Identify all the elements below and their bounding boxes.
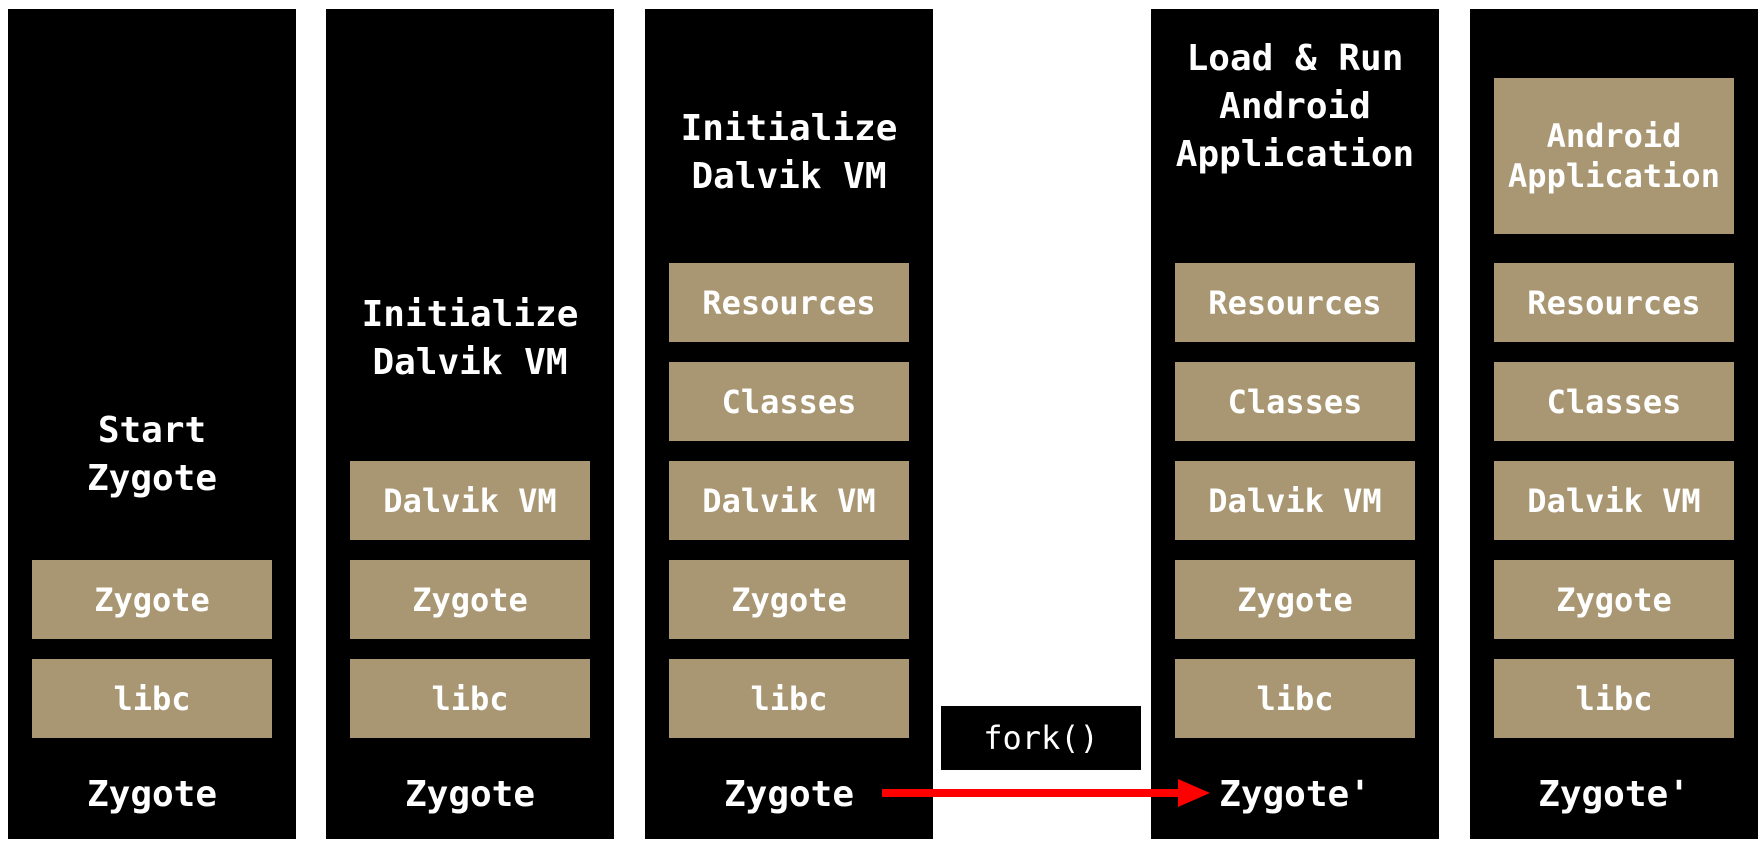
process-label: Zygote [404,773,536,815]
layer-zygote: Zygote [1175,560,1415,639]
process-label: Zygote [723,773,855,815]
process-label: Zygote' [1538,773,1690,815]
layer-dalvik-vm: Dalvik VM [350,461,590,540]
stage-initialize-dalvik-vm: Initialize Dalvik VM Dalvik VM Zygote li… [326,9,614,839]
layer-android-application: Android Application [1494,78,1734,234]
layer-classes: Classes [1175,362,1415,441]
layer-libc: libc [32,659,272,738]
layer-libc: libc [1494,659,1734,738]
layer-zygote: Zygote [350,560,590,639]
stage-title: Initialize Dalvik VM [680,108,898,197]
layer-dalvik-vm: Dalvik VM [1175,461,1415,540]
fork-label: fork() [941,706,1141,770]
stage-android-application: Android Application Resources Classes Da… [1470,9,1758,839]
layer-zygote: Zygote [1494,560,1734,639]
process-label: Zygote [86,773,218,815]
stage-title: Load & Run Android Application [1175,38,1415,175]
layer-dalvik-vm: Dalvik VM [1494,461,1734,540]
layer-zygote: Zygote [32,560,272,639]
layer-resources: Resources [1175,263,1415,342]
stage-initialize-dalvik-vm-preloaded: Initialize Dalvik VM Resources Classes D… [645,9,933,839]
layer-libc: libc [1175,659,1415,738]
stage-start-zygote: Start Zygote Zygote libc Zygote [8,9,296,839]
layer-libc: libc [669,659,909,738]
layer-zygote: Zygote [669,560,909,639]
layer-classes: Classes [669,362,909,441]
layer-resources: Resources [669,263,909,342]
stage-load-run-application: Load & Run Android Application Resources… [1151,9,1439,839]
layer-resources: Resources [1494,263,1734,342]
process-label: Zygote' [1219,773,1371,815]
layer-libc: libc [350,659,590,738]
stage-title: Start Zygote [86,410,218,499]
stage-title: Initialize Dalvik VM [361,294,579,383]
layer-dalvik-vm: Dalvik VM [669,461,909,540]
layer-classes: Classes [1494,362,1734,441]
